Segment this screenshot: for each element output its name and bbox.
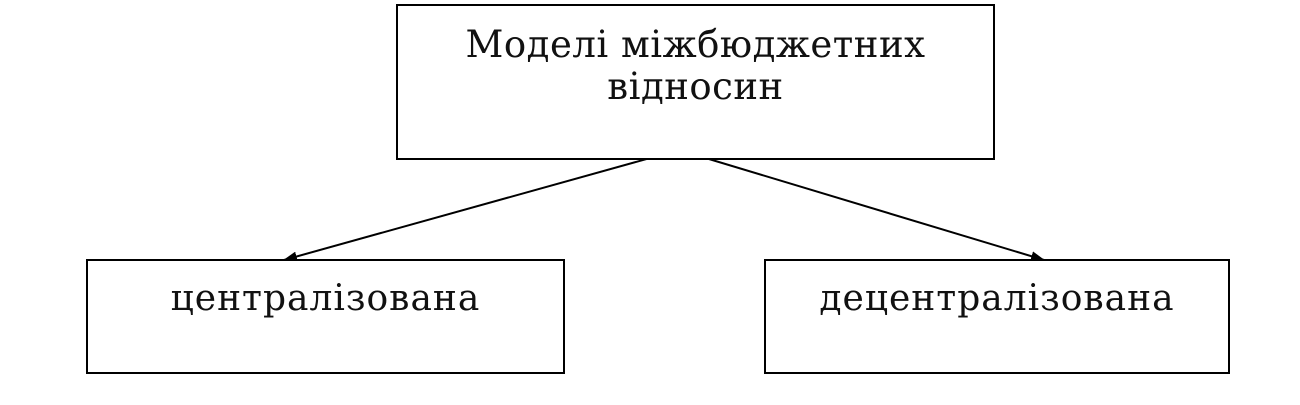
- root-node-label-line-2: відносин: [607, 65, 784, 108]
- child-node-label-decentralized: децентралізована: [819, 278, 1175, 319]
- root-node-label-line-1: Моделі міжбюджетних: [465, 23, 926, 66]
- child-node-centralized: централізована: [86, 259, 565, 374]
- root-node-interbudget-models: Моделі міжбюджетних відносин: [396, 4, 995, 160]
- arrow-to-decentralized: [678, 149, 1045, 262]
- child-node-label-centralized: централізована: [170, 278, 481, 319]
- arrow-to-centralized: [283, 149, 680, 262]
- child-node-decentralized: децентралізована: [764, 259, 1230, 374]
